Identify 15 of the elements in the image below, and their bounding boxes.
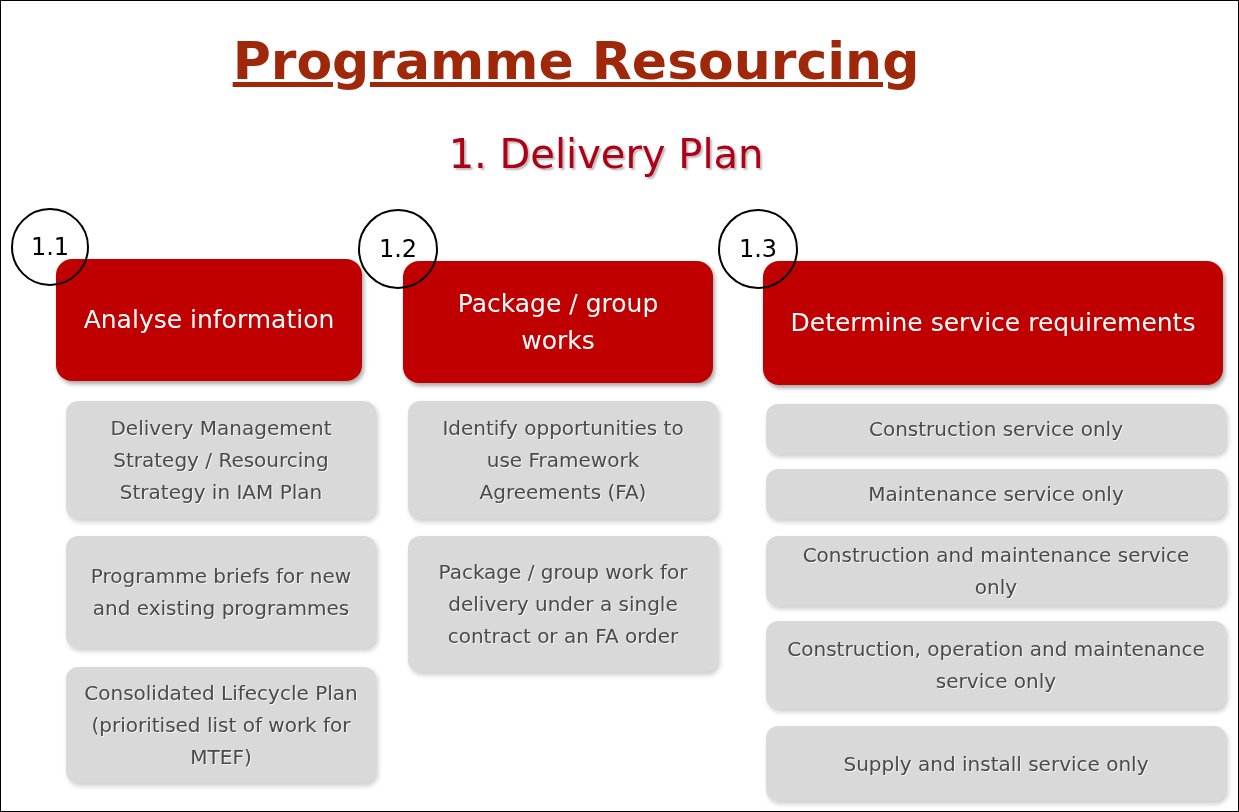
- step-heading-box: Package / group works: [403, 261, 713, 383]
- task-box: Programme briefs for new and existing programmes: [66, 536, 376, 648]
- subtitle: 1. Delivery Plan: [447, 131, 765, 177]
- page-title: Programme Resourcing: [232, 31, 920, 91]
- step-heading-box: Determine service requirements: [763, 261, 1223, 385]
- task-box: Construction and maintenance service only: [766, 536, 1226, 606]
- task-box: Construction service only: [766, 404, 1226, 454]
- step-heading-box: Analyse information: [56, 259, 362, 381]
- task-box: Package / group work for delivery under a single contract or an FA order: [408, 536, 718, 672]
- task-box: Identify opportunities to use Framework Agreements (FA): [408, 401, 718, 519]
- task-box: Consolidated Lifecycle Plan (prioritised list of work for MTEF): [66, 667, 376, 783]
- task-box: Maintenance service only: [766, 469, 1226, 519]
- task-box: Supply and install service only: [766, 726, 1226, 801]
- task-box: Construction, operation and maintenance service only: [766, 621, 1226, 709]
- task-box: Delivery Management Strategy / Resourcing Strategy in IAM Plan: [66, 401, 376, 519]
